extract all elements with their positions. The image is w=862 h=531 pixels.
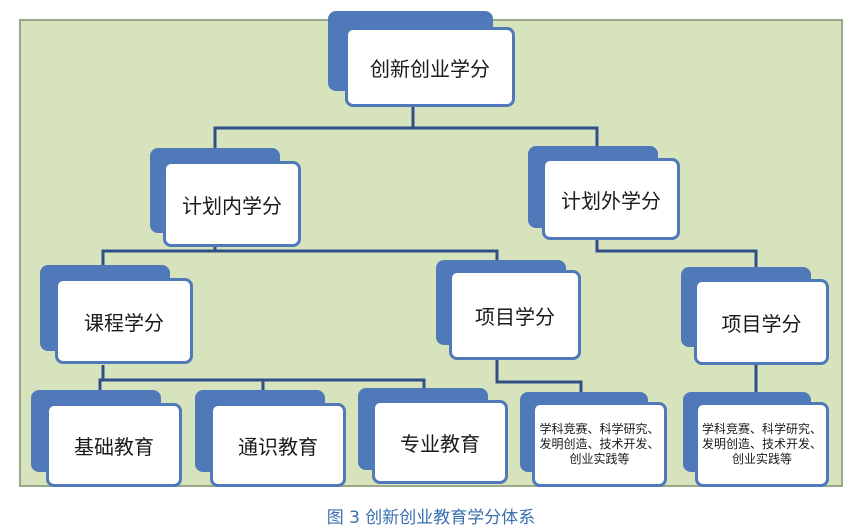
node-project-credit-right-label: 项目学分: [694, 279, 829, 365]
node-project-credit-mid-label: 项目学分: [449, 270, 581, 360]
node-right-branch-label: 计划外学分: [542, 158, 680, 240]
connector-root-to-right: [413, 126, 599, 148]
node-root-label: 创新创业学分: [345, 27, 515, 107]
node-course-credit-label: 课程学分: [55, 278, 193, 364]
node-root: 创新创业学分: [328, 11, 518, 107]
node-left-branch: 计划内学分: [150, 148, 305, 248]
node-general-education: 通识教育: [195, 390, 347, 487]
connector-course-to-leaves: [98, 365, 105, 398]
node-activities-right-label: 学科竞赛、科学研究、发明创造、技术开发、创业实践等: [695, 402, 829, 487]
node-left-branch-label: 计划内学分: [163, 161, 301, 247]
node-basic-education: 基础教育: [31, 390, 183, 487]
node-course-credit: 课程学分: [40, 265, 195, 365]
node-major-education: 专业教育: [358, 388, 510, 485]
node-basic-education-label: 基础教育: [46, 403, 182, 487]
node-activities-mid-label: 学科竞赛、科学研究、发明创造、技术开发、创业实践等: [532, 402, 667, 487]
connector-right-to-project: [595, 235, 758, 273]
connector-project-to-activities: [495, 355, 583, 398]
node-major-education-label: 专业教育: [372, 400, 508, 484]
node-activities-right: 学科竞赛、科学研究、发明创造、技术开发、创业实践等: [683, 392, 830, 488]
node-project-credit-mid: 项目学分: [436, 260, 583, 360]
node-activities-mid: 学科竞赛、科学研究、发明创造、技术开发、创业实践等: [520, 392, 668, 488]
node-right-branch: 计划外学分: [528, 146, 682, 242]
figure-caption: 图 3 创新创业教育学分体系: [326, 508, 536, 528]
connector-root-to-branches: [213, 100, 415, 160]
node-general-education-label: 通识教育: [210, 403, 346, 487]
node-project-credit-right: 项目学分: [681, 267, 831, 365]
